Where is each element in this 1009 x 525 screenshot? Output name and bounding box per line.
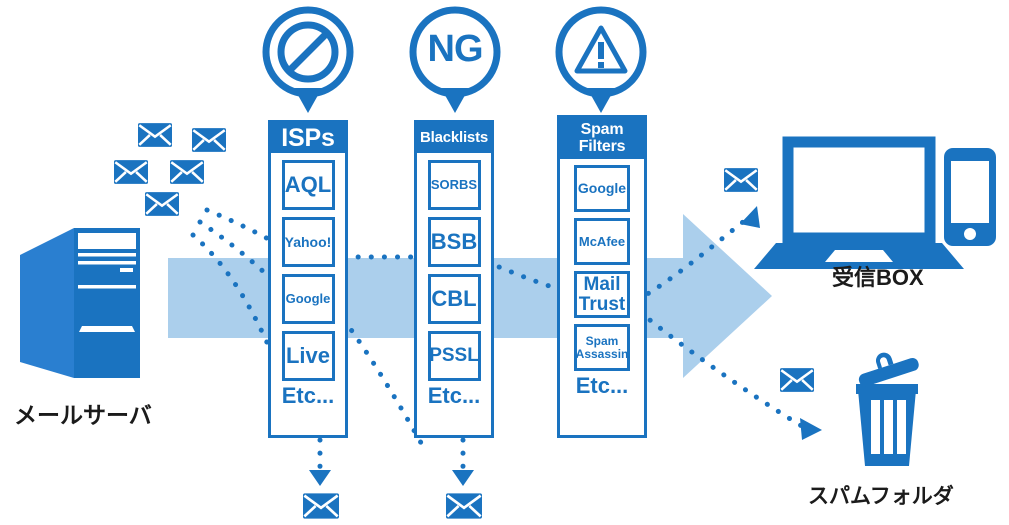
mail-path-5 [341, 317, 428, 453]
mail-path-1 [204, 207, 308, 265]
ng-badge-text: NG [427, 28, 484, 70]
mail-server-label: メールサーバ [14, 402, 152, 428]
chip-spam-mail-trust[interactable]: Mail Trust [574, 271, 630, 318]
chip-blacklists-pssl[interactable]: PSSL [427, 331, 481, 381]
column-isps[interactable]: ISPs AQL Yahoo! Google Live Etc... [268, 120, 348, 438]
chip-isps-yahoo[interactable]: Yahoo! [281, 217, 335, 267]
chip-spam-mcafee[interactable]: McAfee [574, 218, 630, 265]
rejected-envelope-blacklists [446, 493, 482, 519]
chip-isps-aql[interactable]: AQL [281, 160, 335, 210]
spam-envelope [780, 368, 814, 392]
mail-path-3 [190, 232, 303, 433]
ng-badge [409, 6, 501, 113]
column-blacklists-header: Blacklists [417, 123, 491, 153]
server-icon [20, 228, 140, 378]
column-blacklists-footer: Etc... [427, 383, 481, 408]
rejected-envelope-isps [303, 493, 339, 519]
source-envelope-cluster [114, 123, 226, 216]
column-blacklists[interactable]: Blacklists SORBS BSB CBL PSSL Etc... [414, 120, 494, 438]
mail-path-7 [634, 215, 751, 303]
column-spam-filters-header: Spam Filters [560, 118, 644, 159]
chip-isps-google[interactable]: Google [281, 274, 335, 324]
reject-arrow-isps [303, 437, 339, 519]
column-spam-filters[interactable]: Spam Filters Google McAfee Mail Trust Sp… [557, 115, 647, 438]
column-isps-footer: Etc... [281, 383, 335, 408]
chip-isps-live[interactable]: Live [281, 331, 335, 381]
smartphone-icon [944, 148, 996, 246]
chip-blacklists-cbl[interactable]: CBL [427, 274, 481, 324]
inbox-label: 受信BOX [832, 265, 924, 290]
chip-blacklists-sorbs[interactable]: SORBS [427, 160, 481, 210]
laptop-icon [754, 136, 964, 269]
chip-spam-google[interactable]: Google [574, 165, 630, 212]
column-spam-filters-footer: Etc... [575, 373, 629, 398]
warning-badge [555, 6, 647, 113]
spam-folder-label: スパムフォルダ [808, 485, 954, 508]
inbox-envelope [724, 168, 758, 192]
route-arrowheads [740, 206, 822, 440]
prohibited-badge [262, 6, 354, 113]
column-isps-header: ISPs [271, 123, 345, 153]
trash-can-icon [856, 352, 919, 466]
reject-arrow-blacklists [446, 437, 482, 519]
chip-spam-assassin[interactable]: Spam Assassin [574, 324, 630, 371]
chip-blacklists-bsb[interactable]: BSB [427, 217, 481, 267]
